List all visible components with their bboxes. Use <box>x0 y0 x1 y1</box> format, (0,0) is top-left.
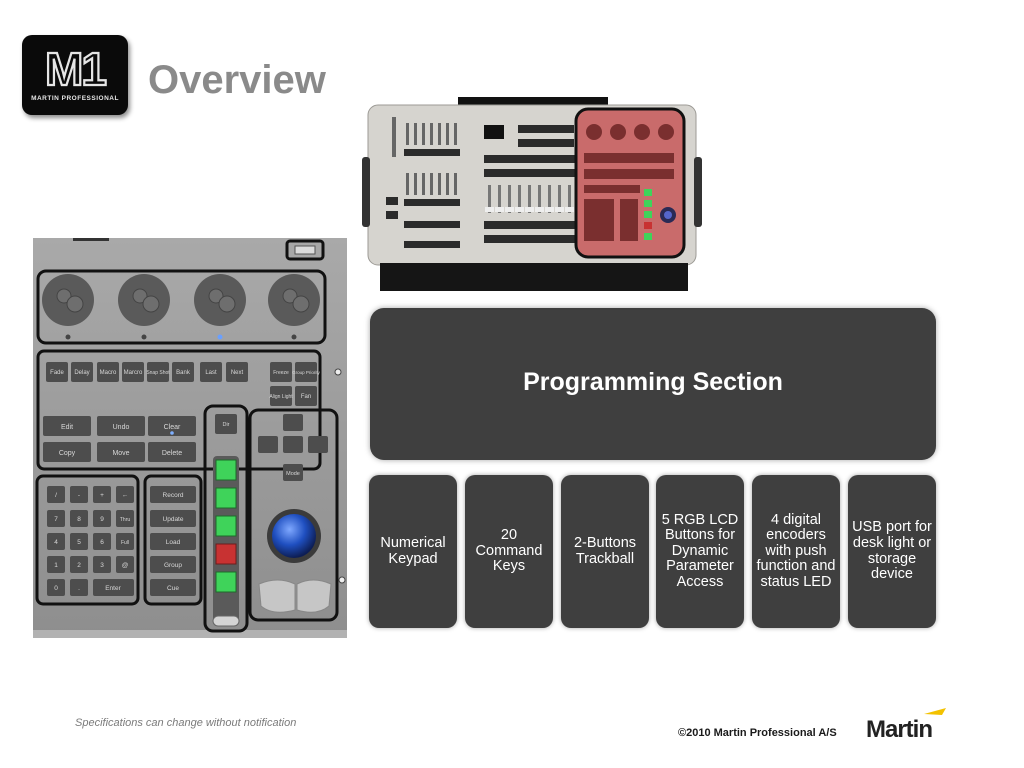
feature-label: 20 Command Keys <box>475 527 543 575</box>
programming-section-closeup: Fade Delay Macro Marcro Snap Shot Bank Last… <box>33 238 347 638</box>
feature-label: 4 digital encoders with push function an… <box>756 511 836 590</box>
svg-text:Copy: Copy <box>59 450 76 457</box>
svg-text:Bank: Bank <box>176 370 191 376</box>
svg-text:5: 5 <box>77 539 81 546</box>
svg-text:Last: Last <box>205 370 217 376</box>
m1-logo-mark: M1 <box>44 45 110 91</box>
svg-text:Full: Full <box>121 540 129 546</box>
svg-text:Enter: Enter <box>105 585 121 592</box>
svg-text:Snap Shot: Snap Shot <box>146 370 170 376</box>
svg-text:1: 1 <box>54 562 58 569</box>
svg-text:0: 0 <box>54 585 58 592</box>
svg-text:6: 6 <box>100 539 104 546</box>
svg-text:9: 9 <box>100 516 104 523</box>
svg-text:Move: Move <box>112 450 129 457</box>
svg-text:Undo: Undo <box>113 424 130 431</box>
feature-card: 4 digital encoders with push function an… <box>752 475 840 628</box>
svg-text:Cue: Cue <box>167 585 179 592</box>
svg-text:Edit: Edit <box>61 424 73 431</box>
svg-text:Delay: Delay <box>74 370 89 376</box>
feature-label: 2-Buttons Trackball <box>573 534 637 567</box>
svg-text:Align Light: Align Light <box>269 394 293 400</box>
svg-text:Fan: Fan <box>301 394 311 400</box>
copyright: ©2010 Martin Professional A/S <box>678 727 837 739</box>
svg-text:.: . <box>78 585 80 592</box>
feature-card: 20 Command Keys <box>465 475 553 628</box>
martin-logo: Martin <box>866 708 946 742</box>
svg-text:8: 8 <box>77 516 81 523</box>
svg-text:3: 3 <box>100 562 104 569</box>
svg-text:/: / <box>55 492 57 499</box>
martin-logo-swoosh <box>924 708 946 715</box>
svg-text:Next: Next <box>231 370 244 376</box>
page-title: Overview <box>148 58 326 102</box>
svg-text:Clear: Clear <box>164 424 181 431</box>
svg-text:7: 7 <box>54 516 58 523</box>
feature-label: Numerical Keypad <box>380 534 446 567</box>
svg-text:@: @ <box>122 562 129 569</box>
console-overview-image <box>362 97 702 291</box>
svg-text:Marcro: Marcro <box>124 370 143 376</box>
svg-text:+: + <box>100 492 104 499</box>
feature-card: USB port for desk light or storage devic… <box>848 475 936 628</box>
svg-text:Freeze: Freeze <box>273 370 289 376</box>
svg-text:Load: Load <box>166 539 181 546</box>
feature-card: 5 RGB LCD Buttons for Dynamic Parameter … <box>656 475 744 628</box>
svg-text:Fade: Fade <box>50 370 64 376</box>
svg-text:Update: Update <box>163 516 184 523</box>
programming-section-title: Programming Section <box>523 368 783 396</box>
svg-text:M1: M1 <box>45 45 106 91</box>
svg-text:←: ← <box>122 492 129 499</box>
svg-text:Thru: Thru <box>120 517 131 523</box>
feature-label: 5 RGB LCD Buttons for Dynamic Parameter … <box>661 511 739 590</box>
svg-text:Group: Group <box>164 562 182 569</box>
m1-logo: M1 MARTIN PROFESSIONAL <box>22 35 128 115</box>
svg-text:Macro: Macro <box>100 370 117 376</box>
footer-note: Specifications can change without notifi… <box>75 717 297 729</box>
logo-subtitle: MARTIN PROFESSIONAL <box>31 95 119 102</box>
svg-text:-: - <box>78 492 80 499</box>
svg-text:Record: Record <box>163 492 184 499</box>
svg-text:2: 2 <box>77 562 81 569</box>
feature-label: USB port for desk light or storage devic… <box>852 519 932 583</box>
martin-logo-text: Martin <box>866 716 932 742</box>
svg-text:Dir: Dir <box>222 422 229 428</box>
svg-text:4: 4 <box>54 539 58 546</box>
svg-text:Group Priority: Group Priority <box>292 370 321 375</box>
svg-text:Delete: Delete <box>162 450 182 457</box>
svg-text:Mode: Mode <box>286 471 300 477</box>
feature-card: Numerical Keypad <box>369 475 457 628</box>
programming-section-panel: Programming Section <box>370 308 936 460</box>
feature-card: 2-Buttons Trackball <box>561 475 649 628</box>
